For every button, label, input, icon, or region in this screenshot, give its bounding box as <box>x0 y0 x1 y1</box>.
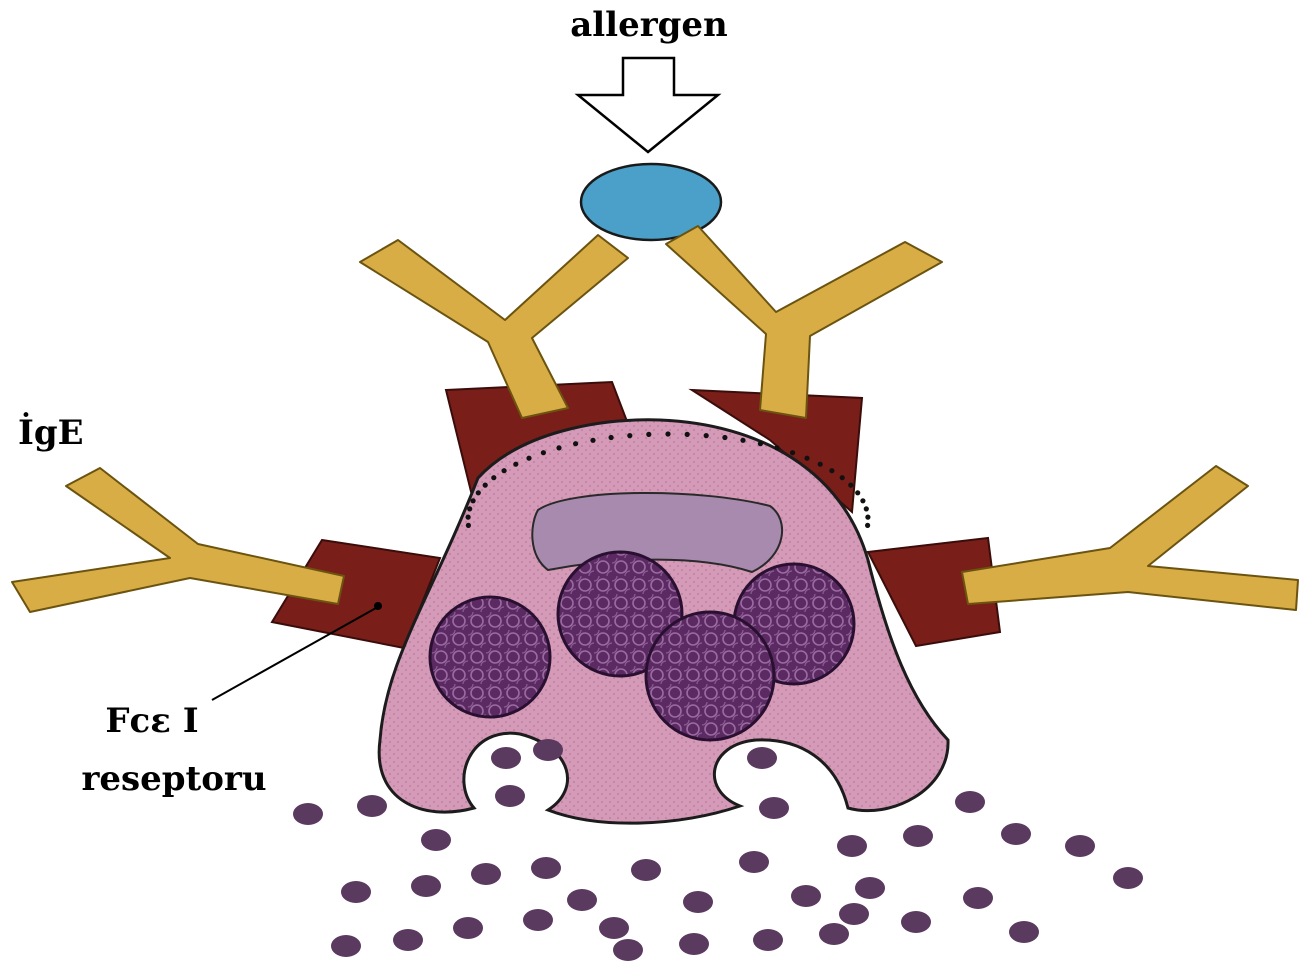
membrane-dot <box>556 445 561 450</box>
released-granule <box>533 739 563 761</box>
membrane-dot <box>483 483 488 488</box>
released-granule <box>631 859 661 881</box>
released-granule <box>471 863 501 885</box>
released-granule <box>523 909 553 931</box>
receptor-pointer-dot <box>374 602 382 610</box>
released-granule <box>837 835 867 857</box>
membrane-dot <box>865 515 870 520</box>
antibody-right <box>962 466 1298 610</box>
membrane-dot <box>774 445 779 450</box>
released-granule <box>567 889 597 911</box>
membrane-dot <box>855 490 860 495</box>
released-granule <box>1001 823 1031 845</box>
antibody-left <box>12 468 344 612</box>
released-granule <box>759 797 789 819</box>
receptor-label-line1: Fcε I <box>105 701 198 741</box>
released-granule <box>963 887 993 909</box>
released-granule <box>901 911 931 933</box>
released-granule <box>1065 835 1095 857</box>
released-granule <box>747 747 777 769</box>
granule <box>646 612 774 740</box>
membrane-dot <box>665 431 670 436</box>
membrane-dot <box>685 432 690 437</box>
membrane-dot <box>541 450 546 455</box>
receptor-label-line2: reseptoru <box>81 759 266 799</box>
membrane-dot <box>848 483 853 488</box>
released-granule <box>421 829 451 851</box>
released-granule <box>955 791 985 813</box>
released-granule <box>341 881 371 903</box>
released-granule <box>453 917 483 939</box>
membrane-dot <box>502 468 507 473</box>
released-granule <box>819 923 849 945</box>
allergen-label: allergen <box>570 5 728 45</box>
membrane-dot <box>476 490 481 495</box>
ige-label: İgE <box>18 412 84 453</box>
membrane-dot <box>865 523 870 528</box>
nucleus <box>532 493 782 572</box>
released-granule <box>331 935 361 957</box>
released-granule <box>293 803 323 825</box>
membrane-dot <box>804 456 809 461</box>
released-granule <box>903 825 933 847</box>
membrane-dot <box>471 498 476 503</box>
membrane-dot <box>467 506 472 511</box>
released-granule <box>683 891 713 913</box>
released-granule <box>531 857 561 879</box>
membrane-dot <box>860 498 865 503</box>
released-granule <box>411 875 441 897</box>
membrane-dot <box>864 506 869 511</box>
membrane-dot <box>466 523 471 528</box>
membrane-dot <box>704 433 709 438</box>
released-granule <box>791 885 821 907</box>
released-granule <box>753 929 783 951</box>
membrane-dot <box>829 468 834 473</box>
membrane-dot <box>526 456 531 461</box>
granule <box>430 597 550 717</box>
released-granule <box>839 903 869 925</box>
antibody-top-right <box>666 226 942 418</box>
membrane-dot <box>466 515 471 520</box>
membrane-dot <box>790 450 795 455</box>
released-granule <box>1113 867 1143 889</box>
down-arrow-icon <box>578 58 718 152</box>
released-granule <box>613 939 643 961</box>
released-granule <box>357 795 387 817</box>
membrane-dot <box>627 433 632 438</box>
released-granule <box>679 933 709 955</box>
membrane-dot <box>818 462 823 467</box>
membrane-dot <box>722 435 727 440</box>
membrane-dot <box>573 441 578 446</box>
released-granule <box>855 877 885 899</box>
released-granule <box>491 747 521 769</box>
released-granule <box>393 929 423 951</box>
membrane-dot <box>491 475 496 480</box>
released-granule <box>495 785 525 807</box>
membrane-dot <box>840 475 845 480</box>
membrane-dot <box>609 435 614 440</box>
membrane-dot <box>590 438 595 443</box>
released-granule <box>739 851 769 873</box>
released-granule <box>599 917 629 939</box>
membrane-dot <box>513 462 518 467</box>
membrane-dot <box>740 438 745 443</box>
membrane-dot <box>646 432 651 437</box>
membrane-dot <box>758 441 763 446</box>
released-granule <box>1009 921 1039 943</box>
